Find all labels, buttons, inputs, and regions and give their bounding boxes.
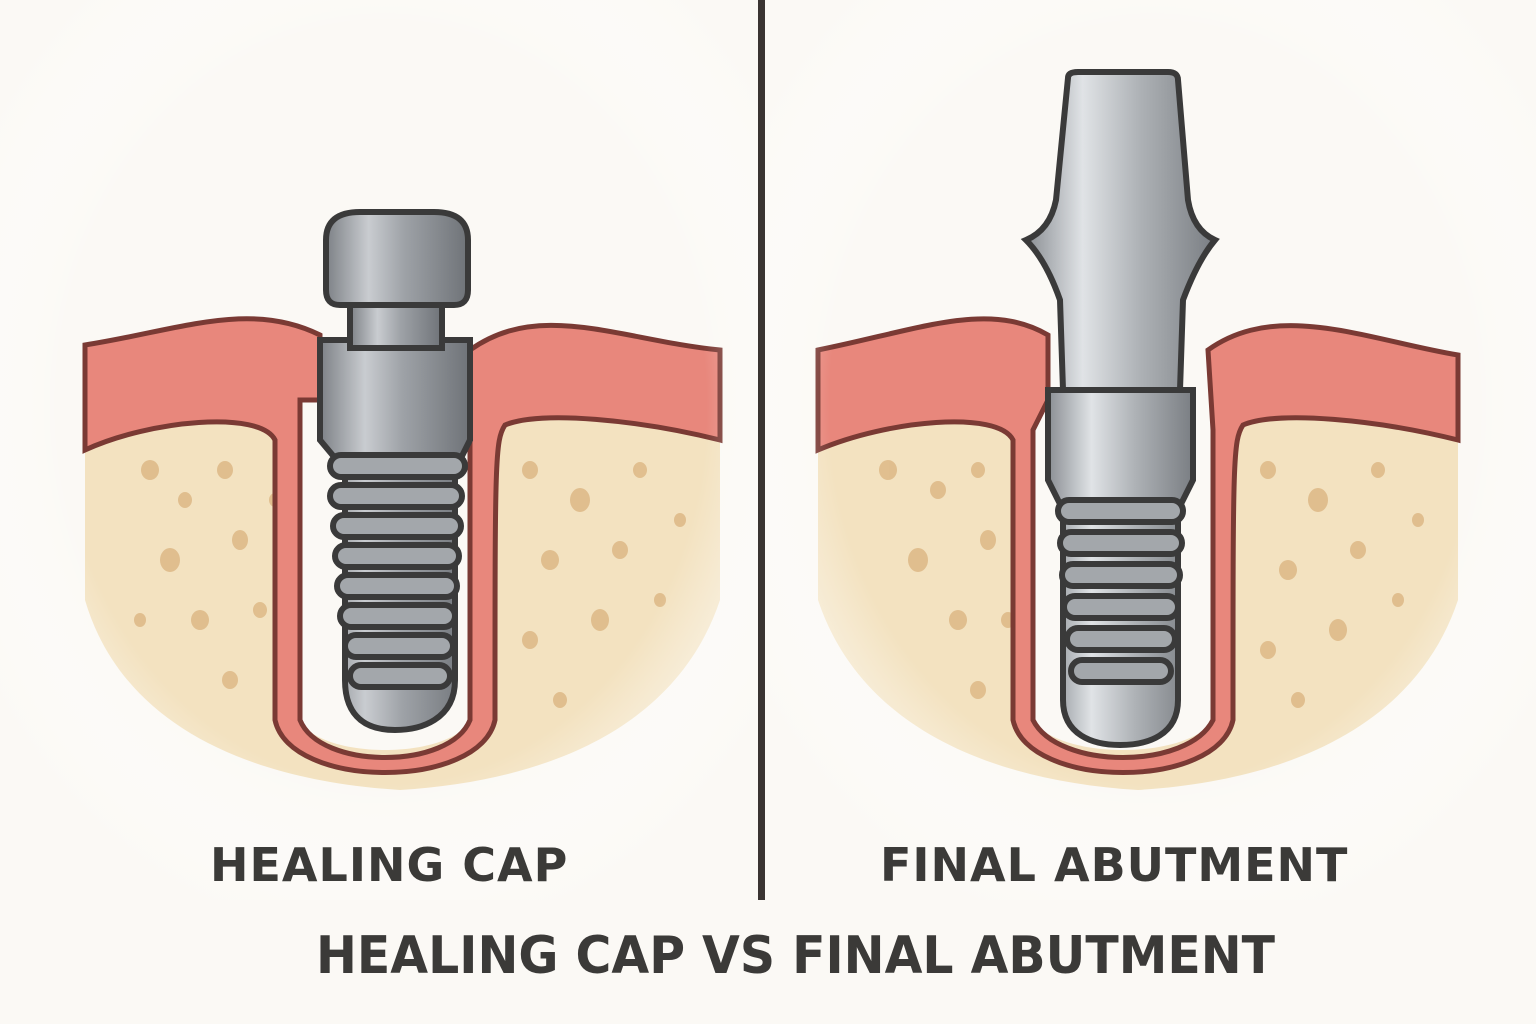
healing-cap-label: HEALING CAP: [210, 838, 569, 892]
final-abutment-illustration: [768, 0, 1536, 900]
final-abutment-panel: [768, 0, 1536, 900]
page-title: HEALING CAP VS FINAL ABUTMENT: [316, 926, 1275, 986]
panel-divider: [758, 0, 765, 900]
healing-cap-panel: [0, 0, 768, 900]
healing-cap-illustration: [0, 0, 768, 900]
final-abutment-label: FINAL ABUTMENT: [880, 838, 1349, 892]
